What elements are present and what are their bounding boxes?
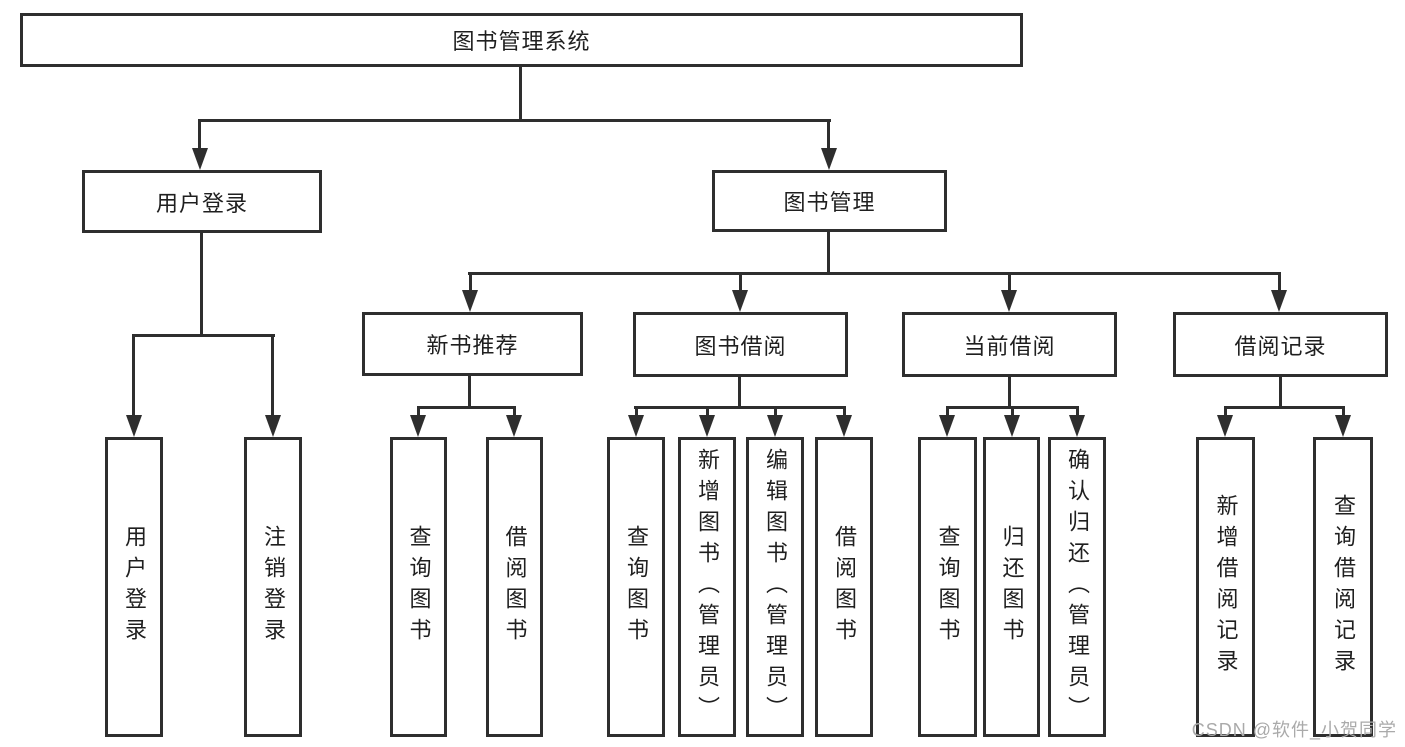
arrow-down-icon [732,290,748,312]
connector-book-mgmt-drop [827,119,830,151]
arrow-down-icon [1001,290,1017,312]
arrow-down-icon [506,415,522,437]
connector-leaf-drop [271,334,274,418]
leaf-borrow-books: 借阅图书 [815,437,873,737]
node-new-book-recommend: 新书推荐 [362,312,583,376]
arrow-down-icon [410,415,426,437]
leaf-edit-book-admin: 编辑图书（管理员） [746,437,804,737]
arrow-down-icon [939,415,955,437]
connector-level3-rail [468,272,1281,275]
connector-leaf-drop [132,334,135,418]
connector-drop [1008,272,1011,292]
leaf-query-borrow-record: 查询借阅记录 [1313,437,1373,737]
leaf-logout: 注销登录 [244,437,302,737]
leaf-add-book-admin: 新增图书（管理员） [678,437,736,737]
arrow-down-icon [462,290,478,312]
connector-leaf-drop [1076,406,1079,417]
leaf-borrow-books: 借阅图书 [486,437,543,737]
arrow-down-icon [628,415,644,437]
connector-leaf-drop [1342,406,1345,417]
leaf-query-books: 查询图书 [390,437,447,737]
arrow-down-icon [1217,415,1233,437]
connector-rail [417,406,516,409]
connector-drop [1278,272,1281,292]
connector-drop [739,272,742,292]
connector-stub [738,377,741,408]
arrow-down-icon [265,415,281,437]
leaf-confirm-return-admin: 确认归还（管理员） [1048,437,1106,737]
leaf-query-books: 查询图书 [607,437,665,737]
csdn-watermark: CSDN @软件_小贺同学 [1191,720,1397,740]
connector-leaf-drop [513,406,516,417]
node-root-library-system: 图书管理系统 [20,13,1023,67]
connector-stub [1279,377,1282,408]
arrow-down-icon [1271,290,1287,312]
arrow-down-icon [821,148,837,170]
arrow-down-icon [767,415,783,437]
connector-level2-rail [198,119,831,122]
leaf-add-borrow-record: 新增借阅记录 [1196,437,1255,737]
arrow-down-icon [126,415,142,437]
arrow-down-icon [699,415,715,437]
leaf-user-login: 用户登录 [105,437,163,737]
arrow-down-icon [192,148,208,170]
connector-leaf-drop [843,406,846,417]
connector-user-login-stub [200,233,203,336]
connector-leaf-drop [1224,406,1227,417]
connector-user-login-rail [132,334,275,337]
leaf-return-books: 归还图书 [983,437,1040,737]
node-borrowing-records: 借阅记录 [1173,312,1388,377]
connector-leaf-drop [417,406,420,417]
connector-stub [468,376,471,408]
arrow-down-icon [836,415,852,437]
node-current-borrowing: 当前借阅 [902,312,1117,377]
connector-book-mgmt-stub [827,232,830,274]
connector-drop [469,272,472,292]
connector-user-login-drop [198,119,201,151]
connector-leaf-drop [774,406,777,417]
leaf-query-books: 查询图书 [918,437,977,737]
connector-leaf-drop [706,406,709,417]
node-user-login: 用户登录 [82,170,322,233]
connector-rail [1224,406,1345,409]
connector-leaf-drop [635,406,638,417]
node-book-borrowing: 图书借阅 [633,312,848,377]
arrow-down-icon [1335,415,1351,437]
connector-stub [1008,377,1011,408]
connector-root-stub [519,67,522,121]
connector-leaf-drop [946,406,949,417]
arrow-down-icon [1069,415,1085,437]
connector-rail [634,406,846,409]
arrow-down-icon [1004,415,1020,437]
connector-leaf-drop [1011,406,1014,417]
node-book-management: 图书管理 [712,170,947,232]
